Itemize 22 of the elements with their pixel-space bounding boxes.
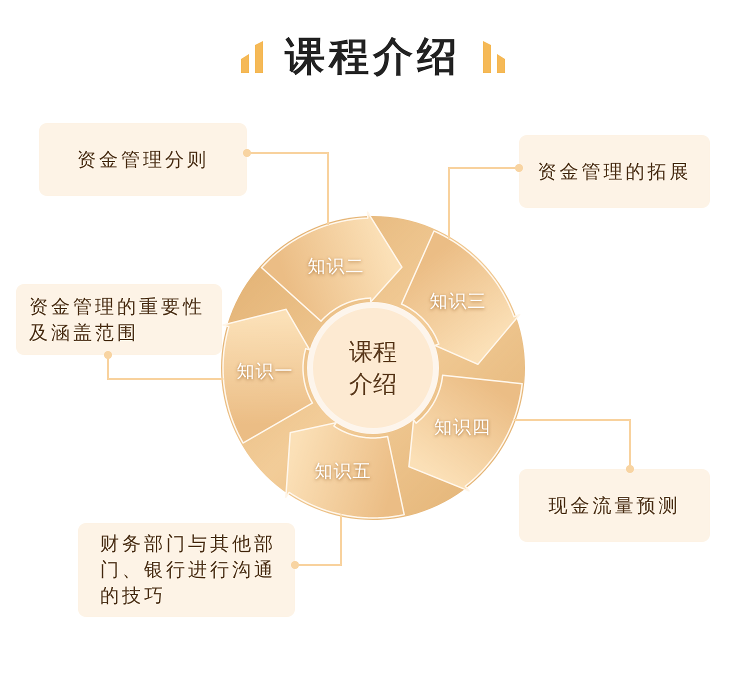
callout-text: 资金管理的拓展 xyxy=(538,160,692,184)
callout-box xyxy=(39,123,247,196)
callout-text: 财务部门与其他部门、银行进行沟通的技巧 xyxy=(100,532,277,609)
center-label: 课程介绍 xyxy=(348,337,398,400)
leader-line xyxy=(448,164,524,239)
leader-line xyxy=(514,419,634,474)
segment-label: 知识四 xyxy=(434,417,492,440)
callout-box xyxy=(78,523,295,617)
segment-label: 知识五 xyxy=(314,460,372,483)
leader-line xyxy=(290,514,342,570)
callout-box xyxy=(519,135,710,208)
segment-label: 知识一 xyxy=(236,360,294,383)
callout-text: 现金流量预测 xyxy=(548,494,680,518)
leader-line xyxy=(242,148,329,225)
callout-text: 资金管理分则 xyxy=(77,148,209,172)
title: 课程介绍 xyxy=(285,33,461,81)
callout-box xyxy=(16,284,222,355)
callout-box xyxy=(519,469,710,542)
segment-label: 知识三 xyxy=(430,290,487,312)
callout-text: 资金管理的重要性及涵盖范围 xyxy=(29,294,206,346)
segment-label: 知识二 xyxy=(308,256,365,278)
leader-line xyxy=(104,350,224,380)
